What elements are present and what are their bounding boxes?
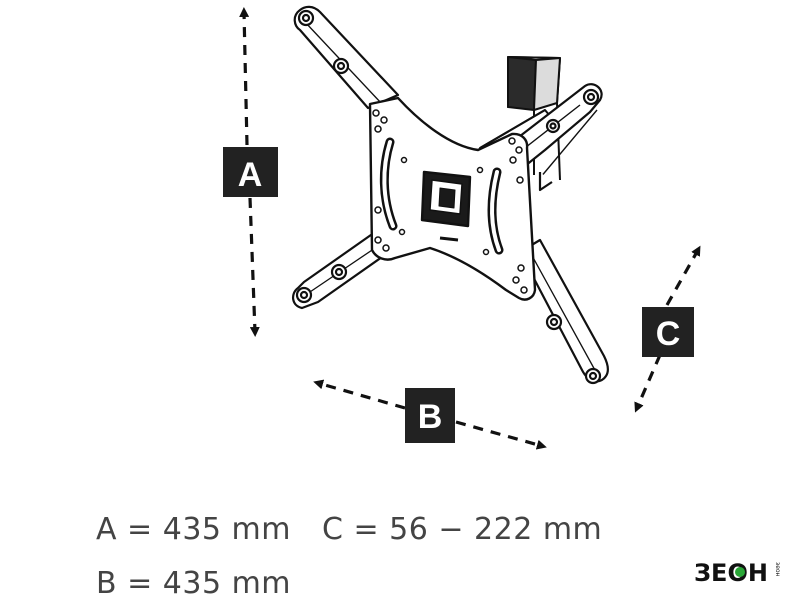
arrow-a-top bbox=[239, 7, 250, 146]
arrow-c-top bbox=[665, 245, 701, 306]
vesa-holes bbox=[372, 109, 528, 294]
dimension-c-text: C = 56 − 222 mm bbox=[322, 512, 603, 547]
label-c-box: C bbox=[642, 307, 694, 357]
arrow-b-left bbox=[313, 379, 406, 410]
label-a-box: A bbox=[223, 147, 278, 197]
brand-logo: ЗЕОН зеон bbox=[694, 559, 781, 586]
brand-logo-dot-icon bbox=[735, 567, 745, 577]
label-c: C bbox=[656, 315, 681, 353]
label-a: A bbox=[238, 156, 263, 194]
label-b-box: B bbox=[405, 388, 455, 443]
arrow-c-bottom bbox=[634, 354, 662, 413]
arrow-a-bottom bbox=[248, 197, 260, 337]
dimension-a-text: A = 435 mm bbox=[96, 512, 291, 547]
label-b: B bbox=[418, 398, 443, 436]
arrow-b-right bbox=[455, 420, 547, 450]
brand-logo-text: ЗЕОН bbox=[694, 559, 768, 586]
dimension-arrows bbox=[239, 7, 701, 450]
vesa-arms bbox=[292, 5, 610, 385]
dimension-b-text: B = 435 mm bbox=[96, 566, 292, 601]
vesa-plate bbox=[368, 96, 537, 301]
brand-logo-side-text: зеон bbox=[774, 562, 781, 577]
